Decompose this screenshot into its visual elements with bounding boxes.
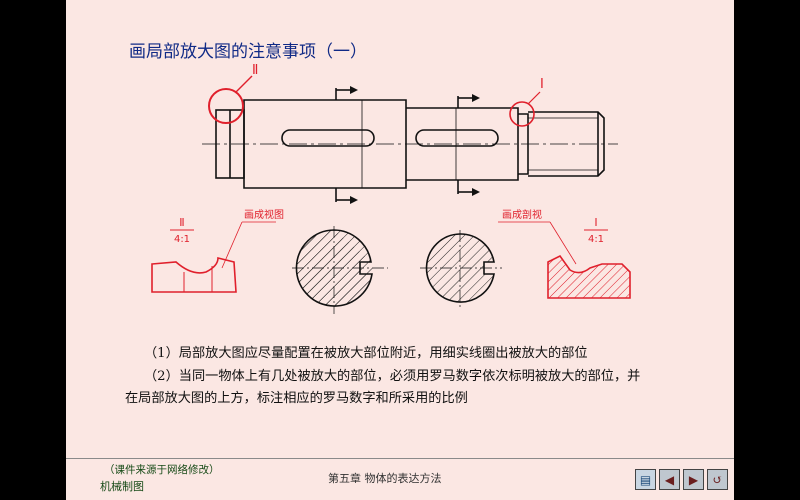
section-view-2: [420, 230, 502, 308]
mark-left-label: Ⅱ: [252, 63, 258, 78]
menu-icon[interactable]: ▤: [635, 469, 656, 490]
navigation-bar: ▤ ◀ ▶ ↺: [635, 469, 728, 490]
mark-right-label: Ⅰ: [540, 77, 544, 92]
detail-circle-right: [509, 101, 535, 127]
detail-left-numeral: Ⅱ: [179, 216, 184, 229]
return-icon[interactable]: ↺: [707, 469, 728, 490]
next-icon[interactable]: ▶: [683, 469, 704, 490]
shaft-outline: [215, 99, 605, 189]
previous-icon[interactable]: ◀: [659, 469, 680, 490]
note-2: （2）当同一物体上有几处被放大的部位，必须用罗马数字依次标明被放大的部位，并: [144, 369, 641, 384]
slide-title: 画局部放大图的注意事项（一）: [129, 42, 367, 62]
section-markers: [335, 88, 472, 202]
detail-circle-left: [208, 88, 244, 124]
chapter-label: 第五章 物体的表达方法: [328, 472, 442, 485]
detail-right-callout: 画成剖视: [502, 208, 542, 221]
detail-left-shape: [151, 256, 237, 293]
detail-left-scale: 4:1: [174, 234, 190, 245]
detail-right-numeral: Ⅰ: [594, 216, 597, 229]
section-view-1: [292, 226, 388, 314]
detail-right-shape: [547, 254, 631, 299]
source-note: （课件来源于网络修改）: [104, 464, 220, 476]
note-3: 在局部放大图的上方，标注相应的罗马数字和所采用的比例: [125, 391, 468, 406]
slide: 画局部放大图的注意事项（一）: [66, 0, 734, 500]
note-1: （1）局部放大图应尽量配置在被放大部位附近，用细实线圈出被放大的部位: [144, 346, 588, 361]
detail-left-callout: 画成视图: [244, 208, 284, 221]
course-name: 机械制图: [100, 480, 144, 493]
footer-divider: [66, 458, 734, 459]
detail-right-scale: 4:1: [588, 234, 604, 245]
shaft-drawing: Ⅱ Ⅰ Ⅱ 4:1 画成视图 Ⅰ 4:1 画成剖视: [151, 63, 631, 314]
